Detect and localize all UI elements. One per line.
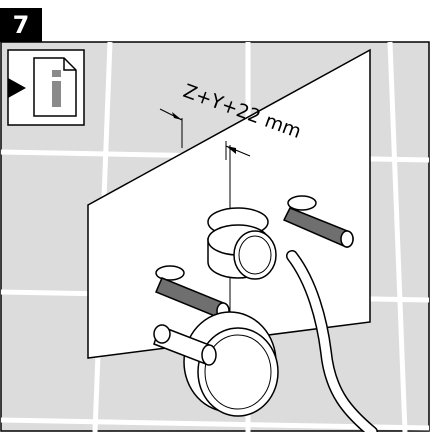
mounting-panel <box>87 48 371 359</box>
upper-valve-cylinder <box>207 207 277 280</box>
hose <box>286 250 378 432</box>
bolt-right <box>282 195 354 248</box>
lower-valve <box>153 311 279 417</box>
step-number-badge: 7 <box>0 8 42 42</box>
triangle-pointer-icon <box>8 78 26 98</box>
